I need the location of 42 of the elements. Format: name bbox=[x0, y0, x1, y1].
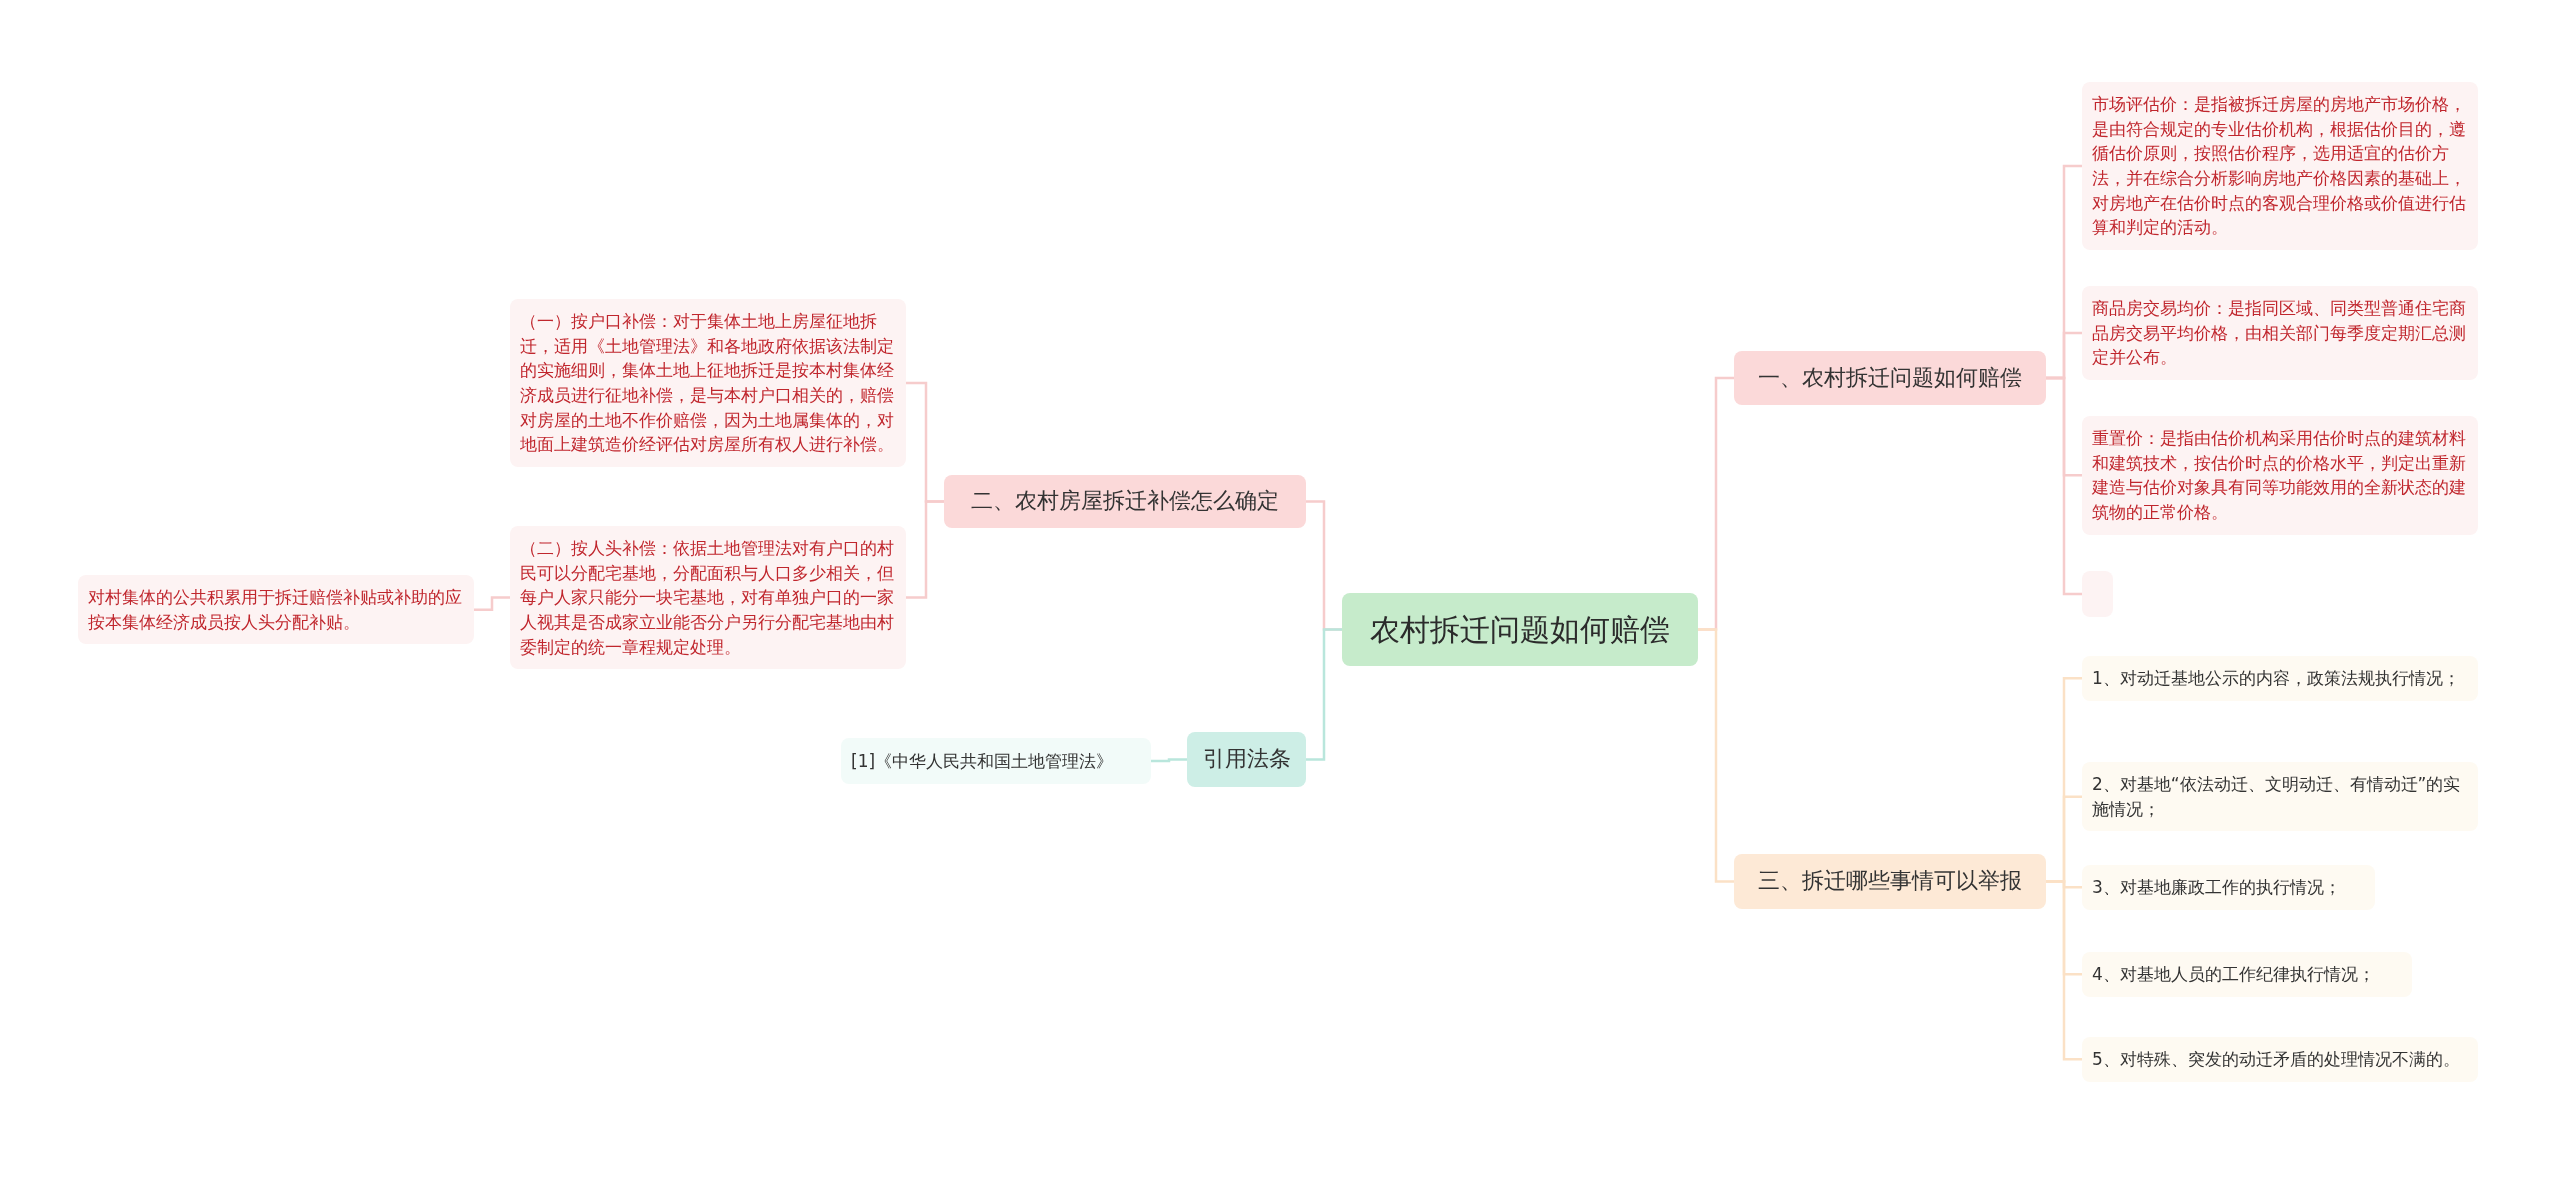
central-topic-box bbox=[1342, 593, 1698, 666]
note-card bbox=[2082, 762, 2478, 832]
note-text: [1]《中华人民共和国土地管理法》 bbox=[851, 749, 1115, 773]
branch-topic-box bbox=[1734, 351, 2046, 405]
topic-text: 农村拆迁问题如何赔偿 bbox=[1369, 611, 1671, 649]
note-text: 3、对基地廉政工作的执行情况； bbox=[2092, 876, 2342, 899]
note-text: 1、对动迁基地公示的内容，政策法规执行情况； bbox=[2092, 667, 2461, 690]
connector-line bbox=[906, 500, 944, 599]
note-card bbox=[841, 738, 1151, 784]
connector-line bbox=[1151, 758, 1187, 763]
note-card bbox=[2082, 952, 2412, 997]
note-text: 市场评估价：是指被拆迁房屋的房地产市场价格，是由符合规定的专业估价机构，根据估价目的，遵循估价原则，按照估价程序，选用适宜的估价方法，并在综合分析影响房地产价格因素的基础上，对房地产在估价时点的客观合理价格或价值进行估算和判定的活动。 bbox=[2092, 93, 2467, 240]
note-text: 商品房交易均价：是指同区域、同类型普通住宅商品房交易平均价格，由相关部门每季度定期汇总测定并公布。 bbox=[2092, 297, 2467, 370]
note-text: （一）按户口补偿：对于集体土地上房屋征地拆迁，适用《土地管理法》和各地政府依据该法制定的实施细则，集体土地上征地拆迁是按本村集体经济成员进行征地补偿，是与本村户口相关的，赔偿对房屋的土地不作价赔偿，因为土地属集体的，对地面上建筑造价经评估对房屋所有权人进行补偿。 bbox=[520, 310, 895, 457]
connector-line bbox=[1698, 628, 1734, 883]
note-card bbox=[2082, 416, 2478, 535]
note-card bbox=[2082, 82, 2478, 250]
branch-topic-box bbox=[1187, 732, 1306, 787]
note-card bbox=[2082, 286, 2478, 380]
note-card bbox=[2082, 865, 2375, 910]
topic-text: 一、农村拆迁问题如何赔偿 bbox=[1757, 363, 2023, 392]
topic-text: 引用法条 bbox=[1201, 745, 1292, 774]
note-card bbox=[2082, 656, 2478, 701]
note-card bbox=[510, 299, 906, 467]
topic-text: 三、拆迁哪些事情可以举报 bbox=[1757, 867, 2023, 896]
connector-line bbox=[474, 596, 510, 611]
empty-box bbox=[2082, 571, 2113, 617]
note-text: 5、对特殊、突发的动迁矛盾的处理情况不满的。 bbox=[2092, 1048, 2461, 1071]
connector-line bbox=[2046, 880, 2082, 1061]
branch-topic-box bbox=[944, 475, 1306, 528]
note-text: （二）按人头补偿：依据土地管理法对有户口的村民可以分配宅基地，分配面积与人口多少相关，但每户人家只能分一块宅基地，对有单独户口的一家人视其是否成家立业能否分户另行分配宅基地由村委制定的统一章程规定处理。 bbox=[520, 537, 895, 659]
note-text: 2、对基地“依法动迁、文明动迁、有情动迁”的实施情况； bbox=[2092, 773, 2462, 821]
branch-topic-box bbox=[1734, 854, 2046, 909]
note-card bbox=[2082, 1037, 2478, 1082]
note-card bbox=[78, 575, 474, 645]
note-text: 重置价：是指由估价机构采用估价时点的建筑材料和建筑技术，按估价时点的价格水平，判定出重新建造与估价对象具有同等功能效用的全新状态的建筑物的正常价格。 bbox=[2092, 427, 2467, 524]
note-card bbox=[510, 526, 906, 670]
note-text: 对村集体的公共积累用于拆迁赔偿补贴或补助的应按本集体经济成员按人头分配补贴。 bbox=[88, 586, 463, 634]
connector-line bbox=[1306, 628, 1342, 761]
connector-line bbox=[2046, 376, 2082, 596]
note-text: 4、对基地人员的工作纪律执行情况； bbox=[2092, 963, 2376, 986]
topic-text: 二、农村房屋拆迁补偿怎么确定 bbox=[970, 487, 1280, 516]
